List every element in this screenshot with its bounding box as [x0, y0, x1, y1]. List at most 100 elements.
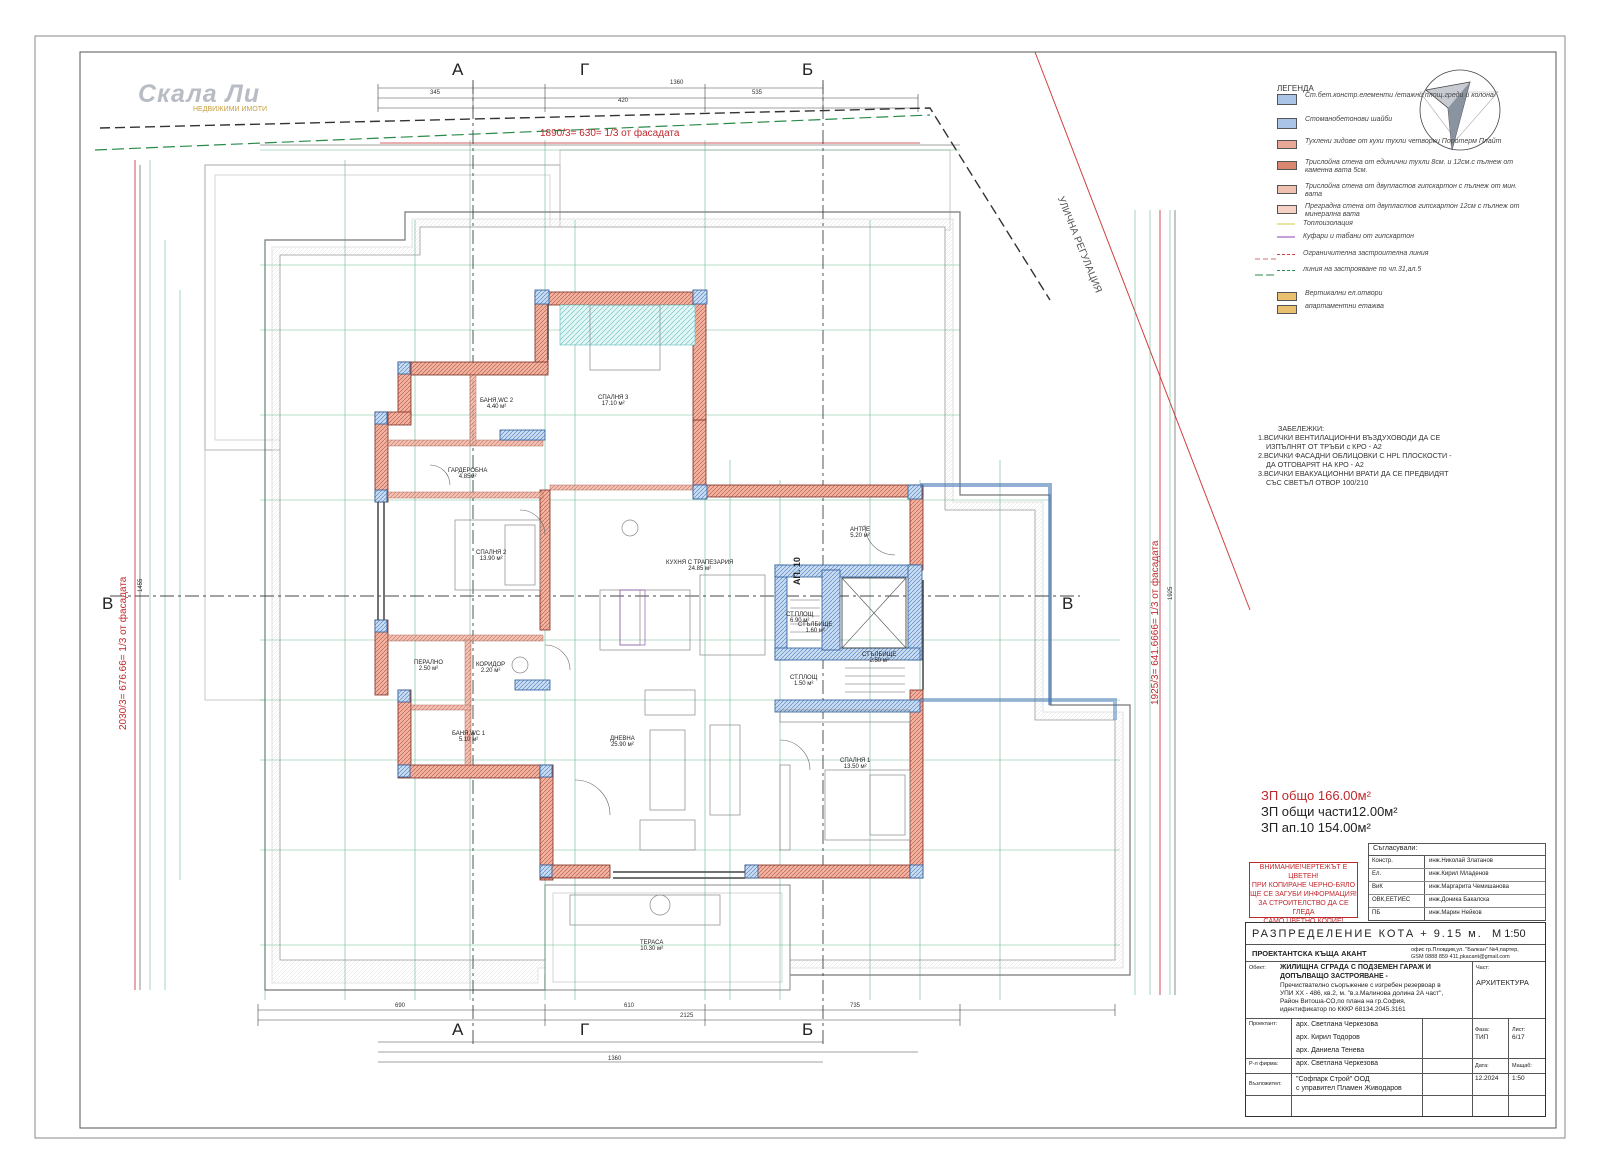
sheet-value: 6/17	[1512, 1034, 1525, 1041]
legend-text: Стоманобетонови шайби	[1305, 116, 1393, 123]
legend-text: Преградна стена от двупластов гипскартон…	[1305, 203, 1520, 218]
designer-name: арх. Светлана Черкезова	[1296, 1021, 1379, 1028]
approval-name: инж.Николай Златанов	[1429, 858, 1493, 864]
part-label: Част:	[1476, 965, 1490, 971]
apartment-label: АП. 10	[792, 557, 802, 585]
dim-bottom-total: 2125	[680, 1013, 694, 1019]
approval-name: инж.Доника Бакалска	[1429, 897, 1490, 903]
client-line: с управител Пламен Живодаров	[1296, 1085, 1402, 1092]
legend-text: Трислойна стена от двупластов гипскартон…	[1305, 183, 1517, 198]
section-v-right: В	[1062, 594, 1074, 613]
note-line: 1.ВСИЧКИ ВЕНТИЛАЦИОННИ ВЪЗДУХОВОДИ ДА СЕ	[1258, 433, 1441, 442]
phase-value: ТИП	[1475, 1034, 1489, 1041]
legend-item: Стоманобетонови шайби	[1277, 116, 1520, 129]
scale-label: Мащаб:	[1512, 1063, 1532, 1069]
legend-text: Ограничителна застроителна линия	[1303, 250, 1429, 257]
legend-swatch	[1277, 270, 1295, 271]
legend-item: Ограничителна застроителна линия	[1277, 250, 1518, 258]
approval-name: инж.Маргарита Чемишанова	[1429, 884, 1509, 890]
legend-item: Трислойна стена от двупластов гипскартон…	[1277, 183, 1520, 199]
firm-name: ПРОЕКТАНТСКА КЪЩА АКАНТ	[1252, 949, 1367, 958]
dim-left-total: 1455	[138, 578, 144, 592]
dim-bottom-second: 1360	[608, 1056, 622, 1062]
legend-text: линия на застрояване по чл.31,ал.5	[1303, 266, 1422, 273]
dim-bottom-left: 690	[395, 1003, 406, 1009]
approval-role: ПБ	[1372, 910, 1381, 916]
legend-text: Ст.бет.констр.елементи /етажни площ.гред…	[1305, 92, 1496, 99]
section-a-top: А	[452, 60, 464, 79]
lead-label: Р-л фирма:	[1249, 1061, 1279, 1067]
object-line: Пречиствателно съоръжение с изгребен рез…	[1280, 982, 1441, 989]
legend-text: Трислойна стена от единични тухли 8см. и…	[1305, 159, 1514, 174]
legend-swatch	[1277, 236, 1295, 238]
dim-right-total: 1925	[1168, 586, 1174, 600]
section-g-top: Г	[580, 60, 590, 79]
legend-text: Тухлени зидове от куxи тухли четворки По…	[1305, 138, 1502, 145]
legend-swatch	[1277, 254, 1295, 255]
logo: Скала Ли НЕДВИЖИМИ ИМОТИ	[138, 80, 267, 113]
legend-swatch	[1277, 140, 1297, 149]
legend-text: Куфари и табани от гипскартон	[1303, 233, 1414, 240]
approvals-block: Съгласували: Констр.инж.Николай Златанов…	[1368, 843, 1546, 921]
note-line: 3.ВСИЧКИ ЕВАКУАЦИОННИ ВРАТИ ДА СЕ ПРЕДВИ…	[1258, 469, 1449, 478]
note-line: 2.ВСИЧКИ ФАСАДНИ ОБЛИЦОВКИ С HPL ПЛОСКОС…	[1258, 451, 1452, 460]
client-line: "Софпарк Строй" ООД	[1296, 1076, 1370, 1083]
legend-item: Куфари и табани от гипскартон	[1277, 233, 1518, 241]
client-label: Възложител:	[1249, 1081, 1282, 1087]
legend-item: Топлоизолация	[1277, 220, 1518, 228]
note-line: ИЗПЪЛНЯТ ОТ ТРЪБИ с КРО - А2	[1266, 442, 1382, 451]
date-label: Дата:	[1475, 1063, 1489, 1069]
object-line: Район Витоша-СО,по плана на гр.София,	[1280, 998, 1406, 1005]
part-value: АРХИТЕКТУРА	[1476, 978, 1529, 987]
notes: ЗАБЕЛЕЖКИ: 1.ВСИЧКИ ВЕНТИЛАЦИОННИ ВЪЗДУХ…	[1258, 424, 1452, 487]
logo-name: Скала Ли	[138, 80, 261, 108]
area-total: ЗП общо 166.00м²	[1261, 788, 1371, 803]
drawing-title: РАЗПРЕДЕЛЕНИЕ КОТА + 9.15 м.	[1252, 928, 1483, 940]
drawing-scale: М 1:50	[1492, 928, 1526, 940]
color-warning: ВНИМАНИЕ!ЧЕРТЕЖЪТ Е ЦВЕТЕН!ПРИ КОПИРАНЕ …	[1249, 862, 1358, 925]
approval-role: ОВК,ЕЕТИЕС	[1372, 897, 1411, 903]
legend-item: Вертикални ел.отвори	[1277, 290, 1520, 301]
object-line: УПИ XX - 486, кв.2, м. "в.з.Малинова дол…	[1280, 990, 1444, 997]
legend-swatch	[1277, 185, 1297, 194]
date-value: 12.2024	[1475, 1075, 1499, 1082]
legend-text: апартаментни етажва	[1305, 303, 1384, 310]
legend-item: Преградна стена от двупластов гипскартон…	[1277, 203, 1520, 219]
title-block: РАЗПРЕДЕЛЕНИЕ КОТА + 9.15 м. М 1:50 ПРОЕ…	[1245, 922, 1546, 1117]
top-facade-note: 1890/3= 630= 1/3 от фасадата	[540, 128, 680, 139]
object-line: идентификатор по КККР 68134.2045.3161	[1280, 1006, 1406, 1013]
approval-role: ВиК	[1372, 884, 1383, 890]
approvals-title: Съгласували:	[1373, 845, 1418, 852]
legend-item: апартаментни етажва	[1277, 303, 1520, 314]
firm-address-2: GSM 0888 859 411,pkacant@gmail.com	[1411, 954, 1510, 960]
right-facade-note: 1925/3= 641.6666= 1/3 от фасадата	[1150, 540, 1161, 705]
legend-item: линия на застрояване по чл.31,ал.5	[1277, 266, 1518, 274]
legend-swatch	[1277, 305, 1297, 314]
note-line: СЪС СВЕТЪЛ ОТВОР 100/210	[1266, 478, 1369, 487]
legend-swatch	[1277, 94, 1297, 105]
legend-item: Трислойна стена от единични тухли 8см. и…	[1277, 159, 1520, 175]
dim-bottom-mid: 610	[624, 1003, 635, 1009]
section-g-bottom: Г	[580, 1020, 590, 1039]
dim-bottom-right: 735	[850, 1003, 861, 1009]
designer-name: арх. Даниела Тенева	[1296, 1047, 1365, 1054]
section-b-top: Б	[802, 60, 814, 79]
approval-name: инж.Кирил Младенов	[1429, 871, 1489, 877]
legend-swatch	[1277, 118, 1297, 129]
legend-swatch	[1277, 161, 1297, 170]
north-arrow-icon	[1419, 69, 1501, 151]
legend-title: ЛЕГЕНДА	[1277, 84, 1314, 93]
